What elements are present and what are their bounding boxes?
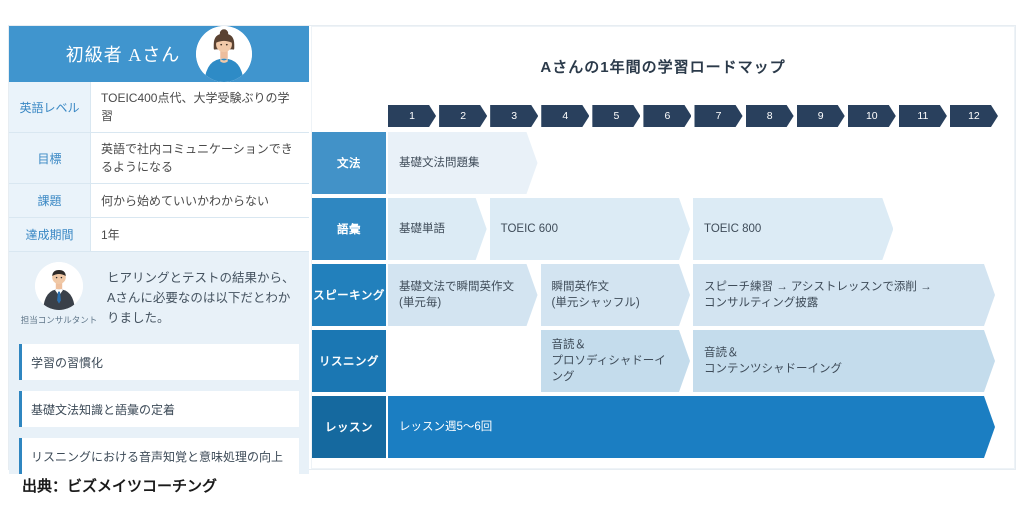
roadmap-row-track: 音読＆ プロソディシャドーイング音読＆ コンテンツシャドーイング xyxy=(388,330,998,392)
roadmap-arrow: 音読＆ コンテンツシャドーイング xyxy=(693,330,995,392)
month-arrow: 1 xyxy=(388,105,436,127)
profile-row: 目標英語で社内コミュニケーションできるようになる xyxy=(9,133,309,184)
roadmap-row: 文法基礎文法問題集 xyxy=(312,132,998,194)
profile-row-label: 英語レベル xyxy=(9,82,91,132)
roadmap-row-label: 文法 xyxy=(312,132,386,194)
month-arrow: 11 xyxy=(899,105,947,127)
source-credit: 出典：ビズメイツコーチング xyxy=(22,478,218,495)
profile-row-label: 目標 xyxy=(9,133,91,183)
roadmap-row: リスニング音読＆ プロソディシャドーイング音読＆ コンテンツシャドーイング xyxy=(312,330,998,392)
roadmap-row-track: 基礎文法問題集 xyxy=(388,132,998,194)
month-arrow: 10 xyxy=(848,105,896,127)
month-arrow: 3 xyxy=(490,105,538,127)
roadmap-arrow: 音読＆ プロソディシャドーイング xyxy=(541,330,691,392)
profile-row: 課題何から始めていいかわからない xyxy=(9,184,309,218)
consultant-block: 担当コンサルタント ヒアリングとテストの結果から、Aさんに必要なのは以下だとわか… xyxy=(9,252,309,332)
consultant-label: 担当コンサルタント xyxy=(20,315,98,325)
roadmap-arrow: スピーチ練習 → アシストレッスンで添削 → コンサルティング披露 xyxy=(693,264,995,326)
roadmap-arrow: TOEIC 800 xyxy=(693,198,893,260)
profile-row-value: 1年 xyxy=(101,227,120,242)
month-arrow: 6 xyxy=(643,105,691,127)
profile-row-value: 英語で社内コミュニケーションできるようになる xyxy=(101,142,293,174)
roadmap-row: スピーキング基礎文法で瞬間英作文 (単元毎)瞬間英作文 (単元シャッフル)スピー… xyxy=(312,264,998,326)
consultant-message: ヒアリングとテストの結果から、Aさんに必要なのは以下だとわかりました。 xyxy=(107,271,295,325)
profile-bottom-section: 担当コンサルタント ヒアリングとテストの結果から、Aさんに必要なのは以下だとわか… xyxy=(9,252,309,474)
needs-list: 学習の習慣化基礎文法知識と語彙の定着リスニングにおける音声知覚と意味処理の向上 xyxy=(9,332,309,474)
profile-title: 初級者 Aさん xyxy=(65,45,181,65)
profile-row-value: TOEIC400点代、大学受験ぶりの学習 xyxy=(101,91,290,123)
profile-row: 達成期間 1年 xyxy=(9,218,309,252)
roadmap-row-label: 語彙 xyxy=(312,198,386,260)
roadmap-arrow: TOEIC 600 xyxy=(490,198,690,260)
female-avatar-icon xyxy=(196,26,253,82)
month-arrow: 2 xyxy=(439,105,487,127)
male-avatar-icon xyxy=(35,262,83,310)
month-arrow: 12 xyxy=(950,105,998,127)
roadmap-row-track: 基礎文法で瞬間英作文 (単元毎)瞬間英作文 (単元シャッフル)スピーチ練習 → … xyxy=(388,264,998,326)
profile-row-label: 達成期間 xyxy=(9,218,91,251)
roadmap-arrow: 基礎文法問題集 xyxy=(388,132,538,194)
roadmap-arrow: 基礎単語 xyxy=(388,198,487,260)
profile-row: 英語レベル TOEIC400点代、大学受験ぶりの学習 xyxy=(9,82,309,133)
profile-row-value: 何から始めていいかわからない xyxy=(101,193,270,208)
month-arrow: 9 xyxy=(797,105,845,127)
month-arrow: 5 xyxy=(592,105,640,127)
month-arrow: 7 xyxy=(694,105,742,127)
roadmap-row-label: スピーキング xyxy=(312,264,386,326)
consultant-figure: 担当コンサルタント xyxy=(20,262,98,328)
student-avatar xyxy=(196,26,253,82)
roadmap-arrow: レッスン週5～6回 xyxy=(388,396,995,458)
roadmap-row-label: レッスン xyxy=(312,396,386,458)
roadmap-row-label: リスニング xyxy=(312,330,386,392)
month-arrow: 8 xyxy=(746,105,794,127)
profile-row-label: 課題 xyxy=(9,184,91,217)
roadmap-row: レッスンレッスン週5～6回 xyxy=(312,396,998,458)
need-item: 基礎文法知識と語彙の定着 xyxy=(19,391,299,427)
roadmap-title: Aさんの1年間の学習ロードマップ xyxy=(540,58,786,76)
consultant-avatar xyxy=(35,262,83,310)
month-arrow: 4 xyxy=(541,105,589,127)
need-item: 学習の習慣化 xyxy=(19,344,299,380)
profile-header: 初級者 Aさん xyxy=(9,26,309,82)
roadmap-row-track: レッスン週5～6回 xyxy=(388,396,998,458)
roadmap-arrow: 瞬間英作文 (単元シャッフル) xyxy=(541,264,691,326)
need-item: リスニングにおける音声知覚と意味処理の向上 xyxy=(19,438,299,474)
roadmap-arrow: 基礎文法で瞬間英作文 (単元毎) xyxy=(388,264,538,326)
